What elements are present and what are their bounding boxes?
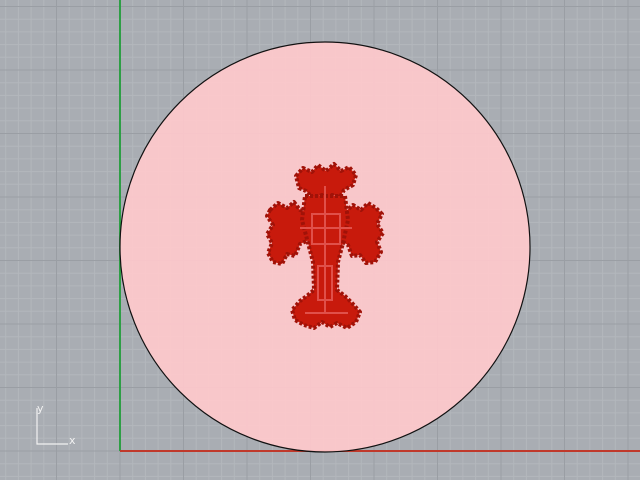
cross-inner-detail bbox=[300, 186, 352, 314]
axis-indicator: y x bbox=[30, 400, 80, 450]
axis-label-x: x bbox=[69, 434, 76, 447]
cross-left-arm bbox=[265, 200, 311, 266]
axis-label-y: y bbox=[37, 402, 44, 415]
axis-indicator-icon bbox=[36, 408, 68, 445]
cross-right-arm bbox=[339, 201, 385, 265]
cross-ornament-object[interactable] bbox=[265, 162, 385, 330]
